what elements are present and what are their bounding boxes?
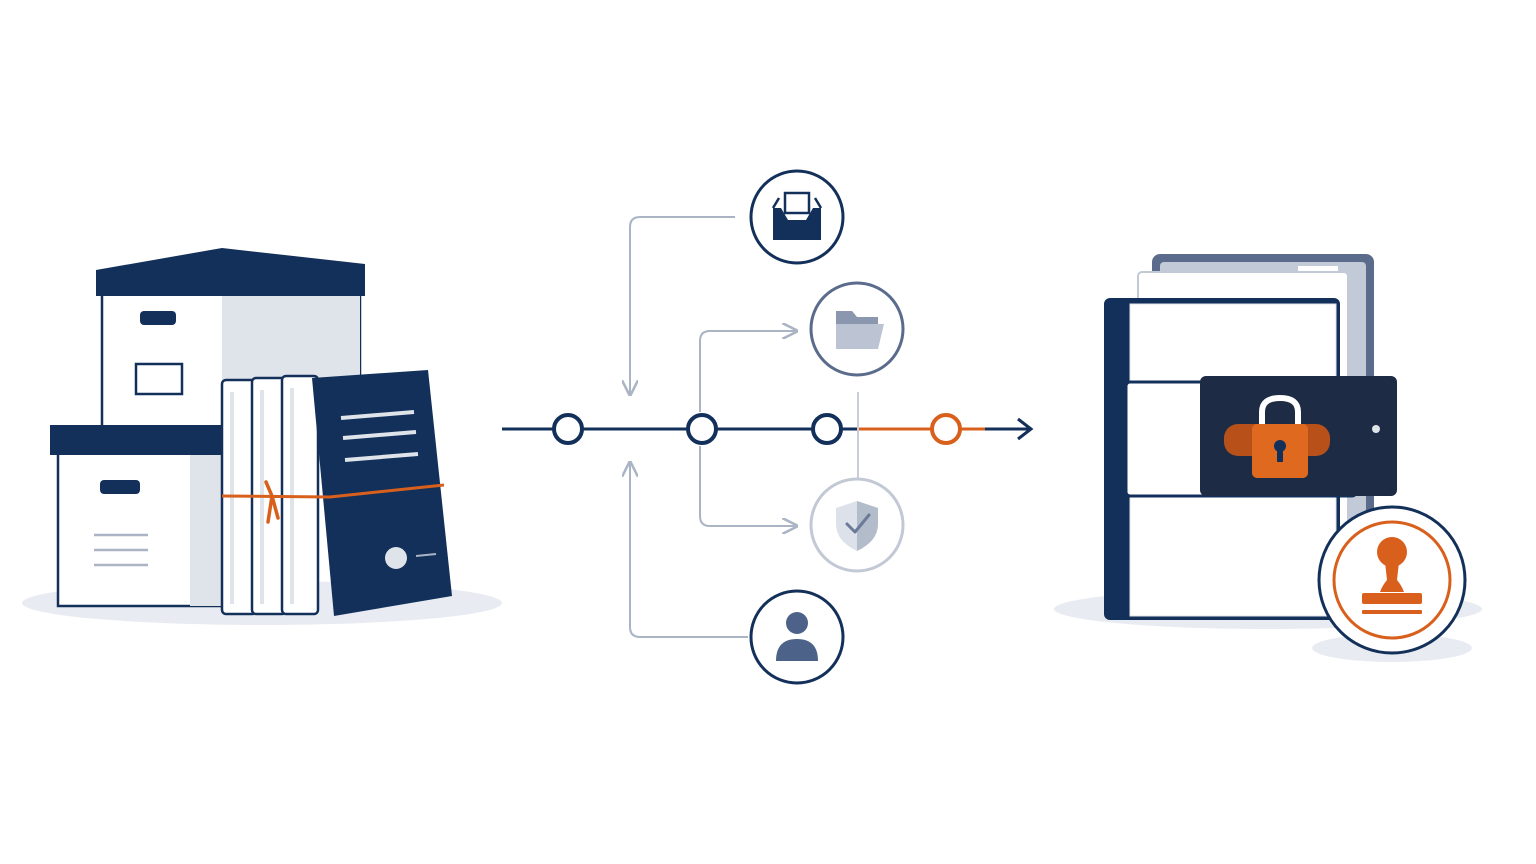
rubber-stamp-icon [1362, 537, 1422, 614]
padlock-icon [1224, 394, 1330, 478]
connector-inbox [630, 216, 735, 393]
flow-node-2 [686, 413, 718, 445]
connector-shield [699, 446, 795, 526]
user-icon [749, 589, 845, 685]
flow-arrowhead [1017, 417, 1034, 441]
locked-archive [1054, 254, 1482, 662]
workflow-diagram [502, 169, 1034, 685]
archive-box-bottom [50, 425, 228, 608]
stamp-badge [1312, 505, 1472, 662]
orange-string [221, 480, 445, 524]
connector-folder [699, 331, 795, 412]
inbox-icon [749, 169, 845, 265]
flow-node-3 [811, 413, 843, 445]
connector-user [630, 464, 748, 638]
binder-ring-hole [385, 547, 407, 569]
box-top-label [134, 362, 184, 396]
box-bottom-handle [100, 480, 140, 494]
shield-check-icon [809, 477, 905, 573]
folder-icon [809, 281, 905, 377]
flow-node-1 [552, 413, 584, 445]
box-top-handle [140, 311, 176, 325]
archive-stack [22, 248, 502, 625]
flow-node-4 [930, 413, 962, 445]
